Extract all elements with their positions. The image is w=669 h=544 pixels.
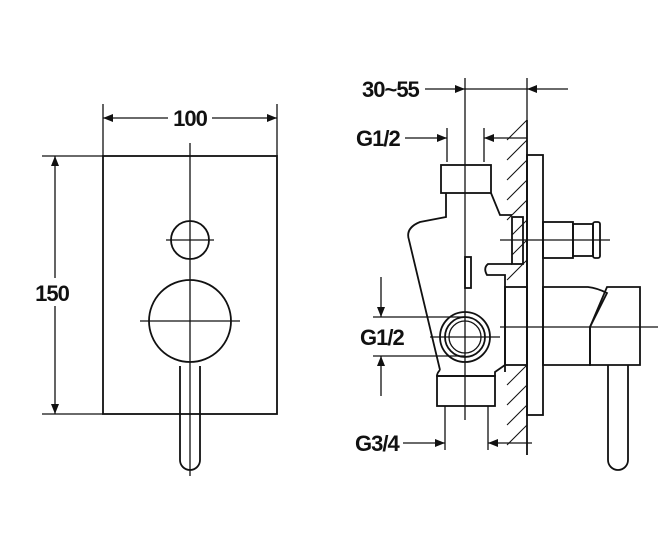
screw	[464, 256, 472, 289]
middle-inlet-dimension: G1/2	[360, 325, 404, 350]
handle-body	[542, 286, 609, 366]
top-inlet	[440, 164, 492, 194]
width-dimension: 100	[173, 106, 207, 131]
front-view: 100 150	[35, 104, 278, 476]
valve-body	[407, 192, 512, 372]
wall-hatch	[506, 119, 528, 446]
height-dimension: 150	[35, 281, 69, 306]
lever	[607, 365, 629, 471]
bottom-outlet	[436, 375, 496, 407]
side-view: 30~55 G1/2 G1/2 G3/4	[355, 77, 658, 471]
top-inlet-dimension: G1/2	[356, 126, 400, 151]
bottom-outlet-dimension: G3/4	[355, 431, 400, 456]
depth-dimension: 30~55	[362, 77, 420, 102]
wall-plate	[526, 154, 544, 416]
